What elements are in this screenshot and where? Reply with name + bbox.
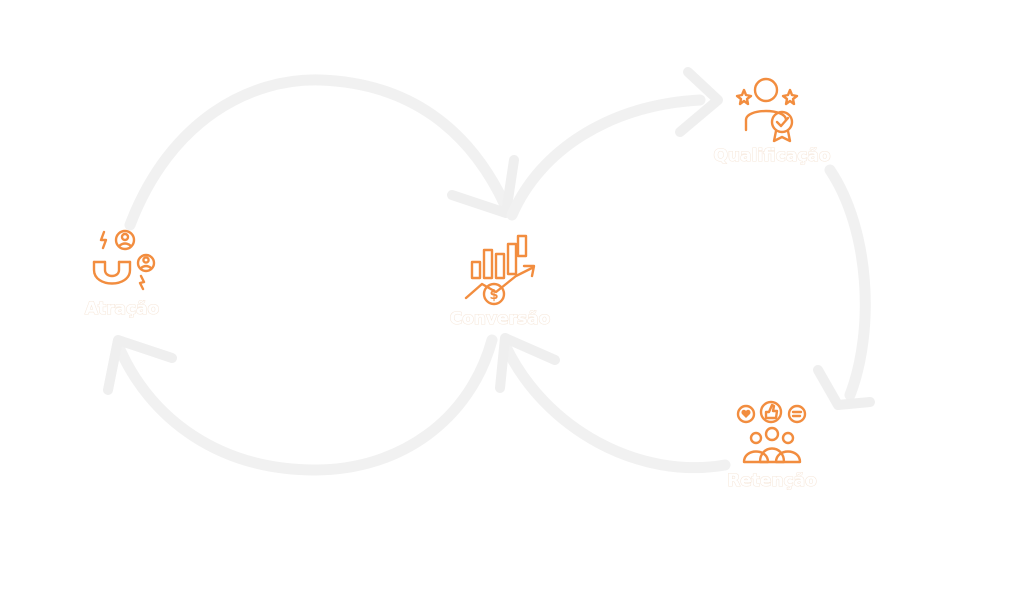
arc-atracao-to-conversao (124, 74, 511, 231)
arc-conversao-to-qualificacao (506, 94, 706, 221)
magnet-people-icon (92, 229, 156, 291)
node-label-atracao: Atração (85, 299, 159, 319)
arc-retencao-to-conversao (499, 339, 731, 474)
svg-text:$: $ (489, 288, 498, 303)
right-loop (495, 67, 875, 474)
node-atracao: Atração (84, 229, 160, 320)
node-retencao: Retenção (727, 400, 817, 492)
node-label-qualificacao: Qualificação (713, 146, 830, 166)
arrowhead-conversao-top (447, 155, 519, 218)
node-label-retencao: Retenção (727, 471, 817, 491)
arrowhead-atracao-bottom (103, 335, 177, 395)
community-feedback-icon (736, 400, 807, 464)
growth-chart-dollar-icon: $ (464, 234, 536, 306)
node-conversao: $ Conversão (449, 234, 551, 330)
arc-qualificacao-to-retencao (824, 164, 871, 401)
left-loop (103, 74, 519, 476)
person-award-stars-icon (735, 77, 799, 143)
node-label-conversao: Conversão (450, 309, 551, 329)
arrowhead-retencao (813, 365, 875, 410)
node-qualificacao: Qualificação (713, 77, 831, 167)
arrowhead-qualificacao (675, 67, 723, 137)
arc-conversao-to-atracao (112, 334, 498, 476)
arrowhead-conversao-bottom (495, 333, 560, 393)
